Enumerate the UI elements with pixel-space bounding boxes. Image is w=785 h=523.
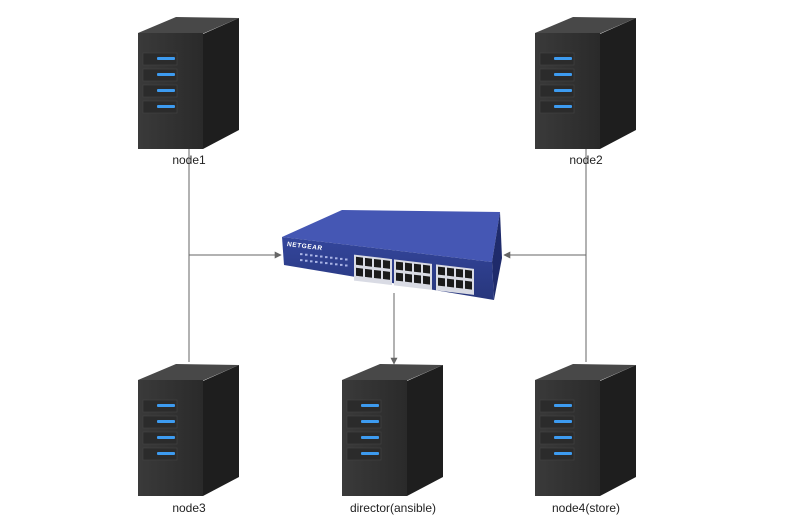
switch-port bbox=[423, 264, 430, 274]
server-top bbox=[138, 364, 239, 381]
server-top bbox=[138, 17, 239, 34]
switch-side-face bbox=[492, 212, 502, 300]
node2-server-icon bbox=[535, 17, 636, 149]
server-side bbox=[203, 18, 239, 149]
switch-status-led bbox=[305, 253, 308, 256]
node4-server-icon bbox=[535, 364, 636, 496]
switch-port bbox=[365, 257, 372, 267]
server-led bbox=[361, 420, 379, 423]
server-led bbox=[157, 452, 175, 455]
server-led bbox=[157, 105, 175, 108]
director-server-icon bbox=[342, 364, 443, 496]
switch-status-led bbox=[345, 264, 348, 267]
server-led bbox=[554, 404, 572, 407]
switch-port bbox=[456, 279, 463, 289]
switch-port-group bbox=[354, 254, 392, 286]
switch-status-led bbox=[325, 262, 328, 265]
switch-port bbox=[374, 269, 381, 279]
switch-status-led bbox=[320, 261, 323, 264]
node1-label: node1 bbox=[172, 153, 206, 167]
server-led bbox=[554, 436, 572, 439]
switch-status-led bbox=[320, 255, 323, 258]
switch-port bbox=[383, 271, 390, 280]
switch-port bbox=[414, 263, 421, 273]
switch-status-led bbox=[315, 254, 318, 257]
switch-status-led bbox=[330, 256, 333, 259]
switch-status-led bbox=[345, 258, 348, 261]
server-top bbox=[535, 364, 636, 381]
server-side bbox=[407, 365, 443, 496]
server-side bbox=[203, 365, 239, 496]
node3-label: node3 bbox=[172, 501, 206, 515]
server-side bbox=[600, 365, 636, 496]
server-led bbox=[554, 89, 572, 92]
server-led bbox=[554, 73, 572, 76]
node3-server-icon bbox=[138, 364, 239, 496]
server-led bbox=[554, 420, 572, 423]
switch-port bbox=[465, 280, 472, 290]
server-nodes bbox=[138, 17, 636, 496]
network-switch: NETGEAR bbox=[282, 210, 502, 300]
server-led bbox=[157, 57, 175, 60]
switch-port bbox=[456, 268, 463, 278]
switch-status-led bbox=[335, 257, 338, 260]
switch-port bbox=[405, 273, 412, 283]
server-side bbox=[600, 18, 636, 149]
switch-status-led bbox=[335, 263, 338, 266]
switch-port bbox=[438, 266, 445, 276]
switch-status-led bbox=[310, 254, 313, 257]
switch-status-led bbox=[340, 263, 343, 266]
server-led bbox=[157, 436, 175, 439]
switch-top-face bbox=[282, 210, 500, 262]
switch-status-led bbox=[310, 260, 313, 263]
server-led bbox=[361, 436, 379, 439]
switch-port bbox=[365, 268, 372, 278]
switch-port bbox=[414, 274, 421, 284]
switch-port bbox=[396, 261, 403, 271]
server-led bbox=[157, 73, 175, 76]
switch-port bbox=[356, 256, 363, 266]
switch-port bbox=[447, 278, 454, 288]
server-led bbox=[157, 89, 175, 92]
switch-port bbox=[438, 277, 445, 287]
switch-port bbox=[405, 262, 412, 272]
switch-port-group bbox=[436, 264, 474, 295]
switch-status-led bbox=[300, 259, 303, 262]
switch-port bbox=[465, 269, 472, 279]
switch-brand-label: NETGEAR bbox=[287, 241, 323, 252]
switch-port bbox=[447, 267, 454, 277]
switch-status-led bbox=[340, 257, 343, 260]
switch-port bbox=[374, 258, 381, 268]
connectors bbox=[188, 148, 587, 365]
server-led bbox=[157, 404, 175, 407]
switch-port bbox=[396, 272, 403, 282]
server-led bbox=[361, 452, 379, 455]
director-label: director(ansible) bbox=[350, 501, 436, 515]
switch-port bbox=[383, 260, 390, 269]
switch-status-led bbox=[305, 259, 308, 262]
server-led bbox=[554, 57, 572, 60]
switch-status-led bbox=[300, 253, 303, 256]
switch-port-group bbox=[394, 259, 432, 290]
node4-label: node4(store) bbox=[552, 501, 620, 515]
switch-port bbox=[356, 267, 363, 277]
switch-status-led bbox=[315, 260, 318, 263]
server-led bbox=[361, 404, 379, 407]
server-led bbox=[554, 452, 572, 455]
server-top bbox=[342, 364, 443, 381]
switch-port bbox=[423, 275, 430, 285]
switch-ports bbox=[354, 254, 474, 295]
switch-status-led bbox=[325, 256, 328, 259]
switch-status-leds bbox=[300, 253, 348, 267]
switch-status-led bbox=[330, 262, 333, 265]
node2-label: node2 bbox=[569, 153, 603, 167]
server-top bbox=[535, 17, 636, 34]
server-led bbox=[554, 105, 572, 108]
server-led bbox=[157, 420, 175, 423]
node1-server-icon bbox=[138, 17, 239, 149]
